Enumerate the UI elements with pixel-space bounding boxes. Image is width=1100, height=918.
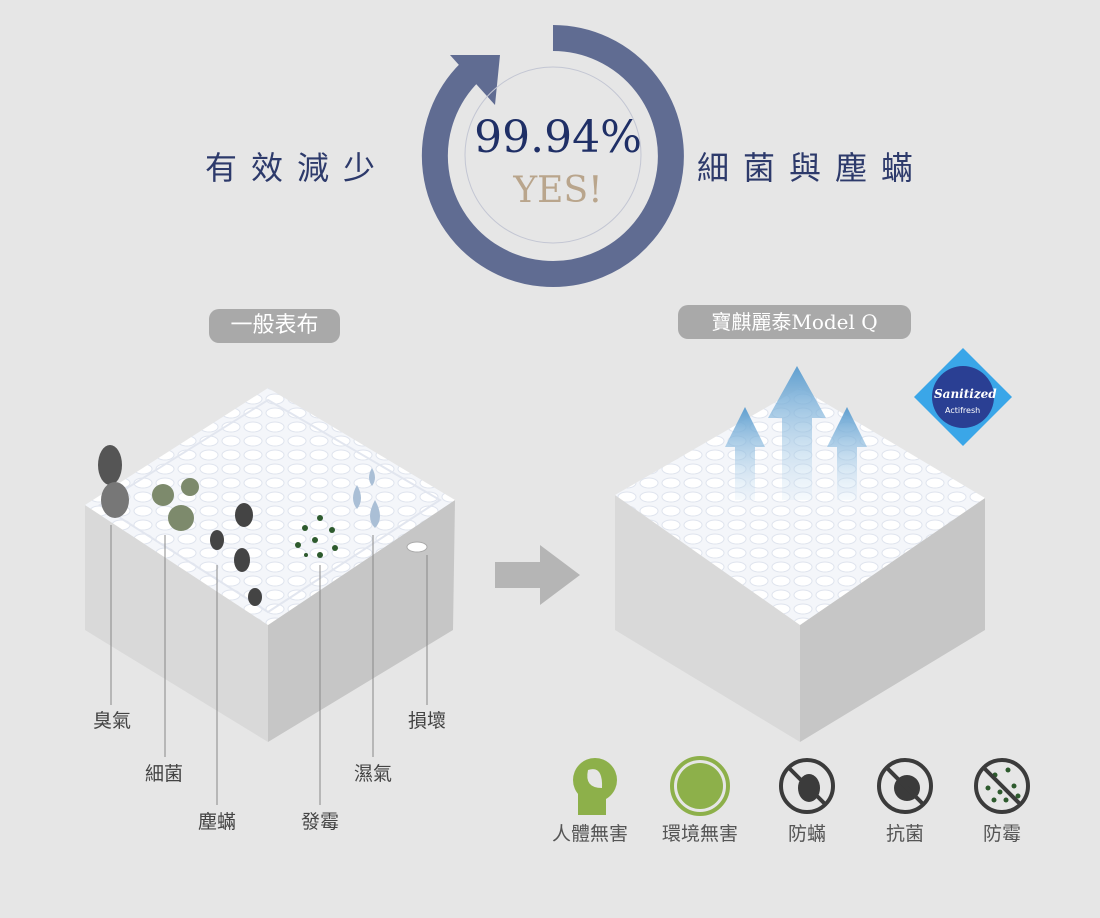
problem-moisture: 濕氣 <box>353 763 392 785</box>
cycle-arrow-icon <box>421 25 684 287</box>
problem-odor: 臭氣 <box>92 710 131 732</box>
regular-fabric-title: 一般表布 <box>209 309 340 343</box>
feature-label-anti-mite: 防蟎 <box>787 823 826 845</box>
smoke-odor-icon <box>98 445 129 518</box>
breathable-airflow-icon <box>725 366 867 500</box>
damage-icon <box>406 541 428 553</box>
water-drop-icon <box>353 468 380 528</box>
model-q-title: 寶麒麗泰Model Q <box>678 305 911 339</box>
globe-icon <box>670 756 730 816</box>
feature-label-antibacterial: 抗菌 <box>885 823 924 845</box>
right-arrow-icon <box>495 545 580 605</box>
mold-icon <box>295 515 338 558</box>
problem-bacteria: 細菌 <box>144 763 183 785</box>
feature-label-eco-safe: 環境無害 <box>661 823 738 845</box>
regular-fabric-mattress <box>85 388 455 742</box>
bacteria-icon <box>152 478 199 531</box>
badge-brand: Sanitized <box>934 387 997 401</box>
feature-label-anti-mold: 防霉 <box>982 823 1021 845</box>
problem-mites: 塵蟎 <box>197 811 236 833</box>
head-leaf-icon <box>573 758 617 815</box>
sanitized-badge <box>914 348 1012 446</box>
no-bacteria-icon <box>877 758 933 814</box>
headline-left: 有效減少 <box>205 149 390 187</box>
problem-damage: 損壞 <box>407 710 446 732</box>
leader-lines <box>110 525 428 805</box>
headline-right: 細菌與塵蟎 <box>697 149 928 187</box>
problem-mold: 發霉 <box>300 811 339 833</box>
model-q-mattress <box>615 388 985 742</box>
feature-label-human-safe: 人體無害 <box>551 823 628 845</box>
dust-mite-icon <box>210 503 262 606</box>
yes-text: YES! <box>513 170 603 211</box>
percent-value: 99.94% <box>474 112 642 163</box>
badge-sub: Actifresh <box>945 406 981 415</box>
no-mold-icon <box>974 758 1030 814</box>
no-mite-icon <box>779 758 835 814</box>
